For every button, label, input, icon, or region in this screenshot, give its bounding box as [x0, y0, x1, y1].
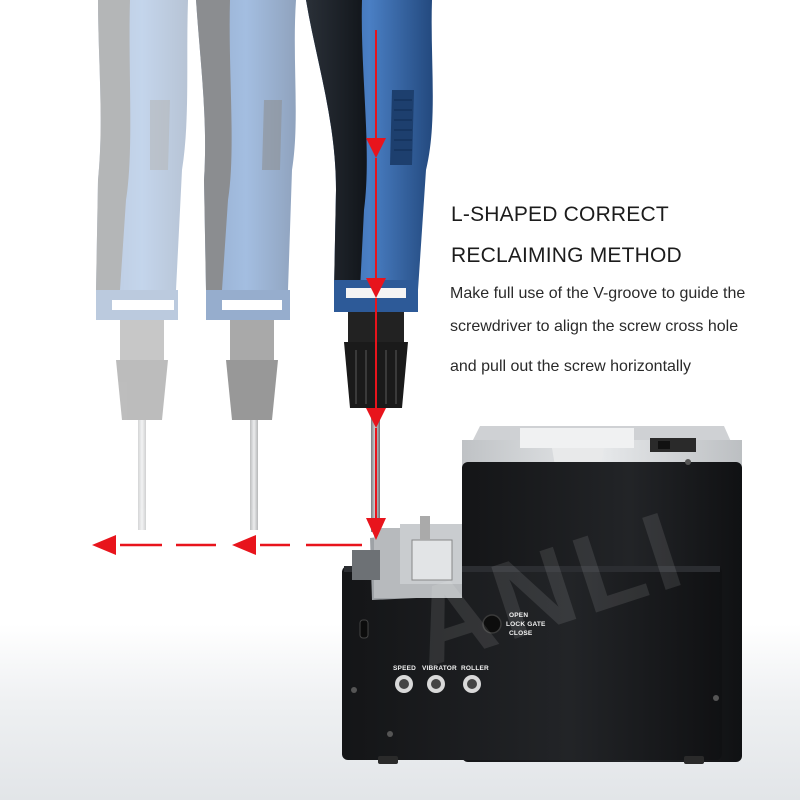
screwdriver-ghost-left [96, 0, 188, 530]
label-lock-gate: LOCK GATE [506, 621, 546, 628]
roller-knob [463, 675, 481, 693]
vibrator-knob [427, 675, 445, 693]
screw-feeder-machine [342, 426, 742, 764]
description-line-1: Make full use of the V-groove to guide t… [450, 285, 746, 302]
label-vibrator: VIBRATOR [422, 665, 457, 672]
description-line-3: and pull out the screw horizontally [450, 358, 692, 375]
description-line-2: screwdriver to align the screw cross hol… [450, 318, 739, 335]
speed-knob [395, 675, 413, 693]
label-speed: SPEED [393, 665, 417, 672]
reclaiming-path-arrows [92, 30, 386, 555]
screwdriver-ghost-middle [196, 0, 296, 530]
screwdriver-main [306, 0, 433, 532]
label-roller: ROLLER [461, 665, 489, 672]
heading-line-1: L-SHAPED CORRECT [451, 203, 669, 226]
label-close: CLOSE [509, 630, 533, 637]
label-open: OPEN [509, 612, 529, 619]
heading-line-2: RECLAIMING METHOD [451, 244, 682, 267]
